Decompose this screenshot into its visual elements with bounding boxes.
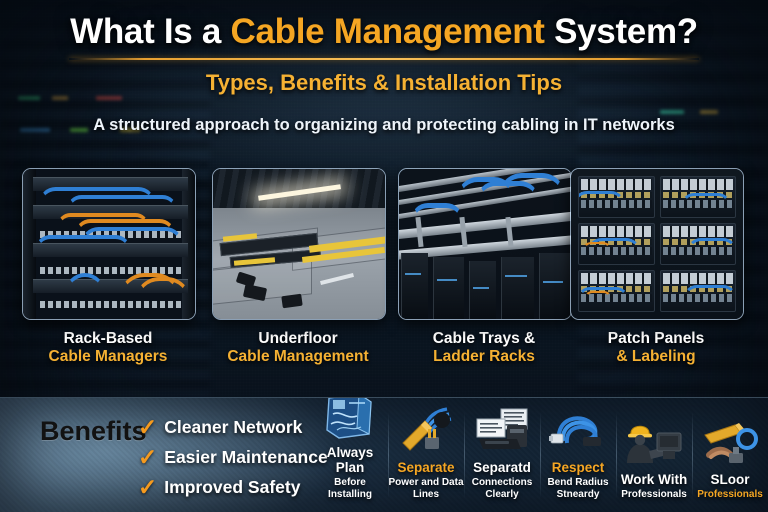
- tip-line2: Professionals: [697, 488, 763, 500]
- benefit-label: Improved Safety: [164, 476, 301, 497]
- card-caption-line2: Ladder Racks: [433, 347, 535, 365]
- tip-line2: Connections Clearly: [471, 477, 533, 500]
- card-caption-line1: Patch Panels: [607, 330, 705, 347]
- benefits-title: Benefits: [40, 416, 147, 446]
- page-title: What Is a Cable Management System?: [0, 12, 768, 51]
- benefit-label: Easier Maintenance: [164, 446, 328, 467]
- page-title-part2: System?: [544, 12, 698, 51]
- tip-line1: Always Plan: [326, 445, 374, 476]
- card-caption: Cable Trays & Ladder Racks: [398, 330, 570, 366]
- page-subtitle: Types, Benefits & Installation Tips: [205, 69, 563, 95]
- check-icon: ✓: [138, 473, 158, 500]
- tip-line2: Power and Data Lines: [388, 477, 464, 500]
- title-underline-rule: [69, 57, 699, 60]
- card-caption-line1: Cable Trays &: [432, 330, 536, 347]
- card-caption-line2: Cable Management: [227, 347, 369, 365]
- card-caption: Patch Panels & Labeling: [570, 330, 742, 366]
- tip-respect-bend-radius[interactable]: Respect Bend Radius Stneardy: [540, 398, 616, 512]
- page-tagline: A structured approach to organizing and …: [93, 115, 675, 134]
- category-card-rack-based[interactable]: Rack-Based Cable Managers: [22, 168, 196, 366]
- tip-line1: Separatd: [473, 460, 531, 476]
- card-caption-line1: Underfloor: [258, 330, 338, 347]
- card-caption-line2: & Labeling: [616, 347, 696, 365]
- tip-label-connections[interactable]: Separatd Connections Clearly: [464, 398, 540, 512]
- card-caption-line1: Rack-Based: [63, 330, 153, 347]
- label-printer-icon: [471, 405, 533, 457]
- card-thumbnail-ladder-rack: [398, 168, 572, 320]
- benefit-item: ✓ Improved Safety: [138, 472, 328, 502]
- benefit-item: ✓ Cleaner Network: [138, 412, 328, 442]
- crimp-tool-icon: [699, 417, 761, 469]
- card-caption: Underfloor Cable Management: [212, 330, 384, 366]
- tip-always-plan[interactable]: Always Plan Before Installing: [312, 398, 388, 512]
- installation-tips-row: Always Plan Before Installing: [312, 398, 768, 512]
- benefit-label: Cleaner Network: [164, 416, 303, 437]
- tip-line1: Respect: [551, 460, 605, 476]
- blueprint-plan-icon: [319, 398, 381, 442]
- benefit-item: ✓ Easier Maintenance: [138, 442, 328, 472]
- cable-splitter-icon: [395, 405, 457, 457]
- category-card-row: Rack-Based Cable Managers: [0, 168, 768, 392]
- technician-hardhat-icon: [623, 417, 685, 469]
- card-thumbnail-raised-floor: [212, 168, 386, 320]
- category-card-patch-panels[interactable]: Patch Panels & Labeling: [570, 168, 744, 366]
- card-thumbnail-server-rack: [22, 168, 196, 320]
- category-card-underfloor[interactable]: Underfloor Cable Management: [212, 168, 386, 366]
- tip-line2: Bend Radius Stneardy: [547, 477, 609, 500]
- check-icon: ✓: [138, 413, 158, 440]
- page-title-accent: Cable Management: [230, 12, 545, 51]
- card-thumbnail-patch-panel: [570, 168, 744, 320]
- tip-floor-professionals[interactable]: SLoor Professionals: [692, 398, 768, 512]
- tip-line1: SLoor: [710, 471, 750, 487]
- check-icon: ✓: [138, 443, 158, 470]
- tip-line2: Professionals: [621, 488, 687, 500]
- benefits-list: ✓ Cleaner Network ✓ Easier Maintenance ✓…: [138, 412, 328, 502]
- benefits-band: Benefits ✓ Cleaner Network ✓ Easier Main…: [0, 397, 768, 512]
- card-caption-line2: Cable Managers: [48, 347, 168, 365]
- page-title-part1: What Is a: [70, 12, 231, 51]
- tip-line1: Separate: [397, 460, 455, 476]
- tip-line2: Before Installing: [328, 477, 372, 500]
- card-caption: Rack-Based Cable Managers: [22, 330, 194, 366]
- header: What Is a Cable Management System? Types…: [0, 12, 768, 135]
- tip-separate-power-data[interactable]: Separate Power and Data Lines: [388, 398, 464, 512]
- tip-work-with-professionals[interactable]: Work With Professionals: [616, 398, 692, 512]
- category-card-cable-trays[interactable]: Cable Trays & Ladder Racks: [398, 168, 572, 366]
- tip-line1: Work With: [620, 471, 688, 487]
- bend-radius-cable-icon: [547, 405, 609, 457]
